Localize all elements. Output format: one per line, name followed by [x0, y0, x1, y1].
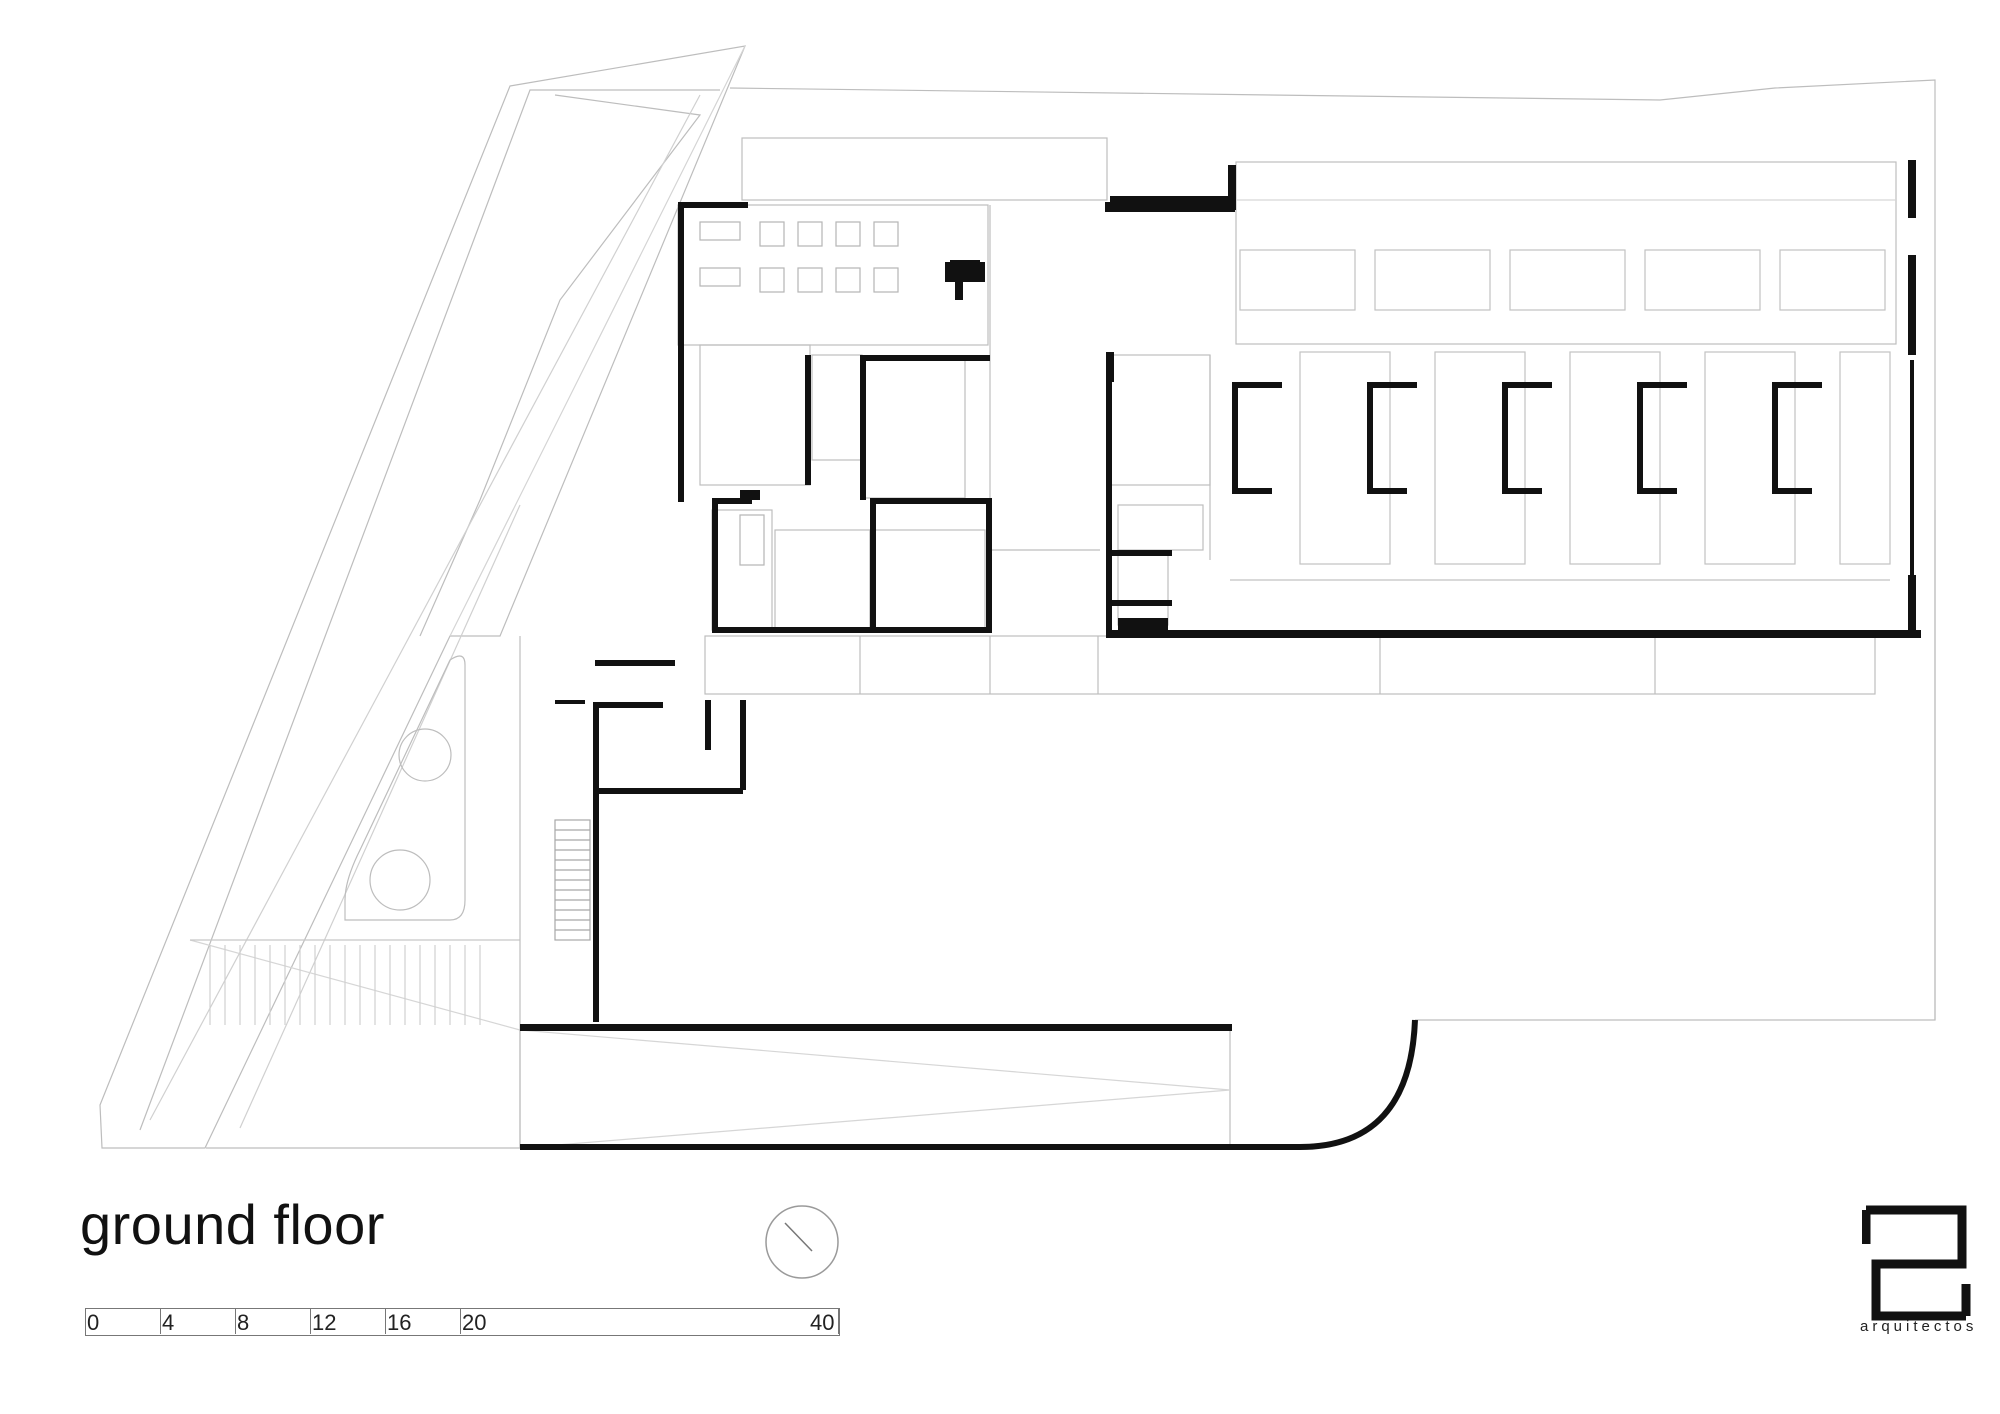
scale-tick — [385, 1308, 386, 1334]
left-wedge-inner — [419, 94, 702, 637]
scale-label: 40 — [810, 1310, 835, 1335]
scale-tick — [838, 1308, 839, 1334]
scale-label: 0 — [87, 1310, 100, 1335]
drawing-title: ground floor — [80, 1193, 385, 1256]
scale-tick — [85, 1308, 86, 1334]
scale-label: 8 — [237, 1310, 250, 1335]
scale-label: 4 — [162, 1310, 175, 1335]
north-arrow-icon — [765, 1205, 839, 1279]
scale-tick — [460, 1308, 461, 1334]
logo-mark-icon — [1862, 1205, 1971, 1321]
wall — [678, 202, 684, 502]
scale-bar: 0 4 8 12 16 20 40 — [85, 1308, 840, 1336]
scale-tick — [310, 1308, 311, 1334]
left-wedge-outline — [99, 45, 746, 1149]
scale-tick — [160, 1308, 161, 1334]
logo-text: arquitectos — [1860, 1318, 1978, 1335]
scale-label: 16 — [387, 1310, 412, 1335]
scale-tick — [235, 1308, 236, 1334]
site-boundary-top — [729, 79, 1936, 1021]
scale-label: 12 — [312, 1310, 337, 1335]
scale-label: 20 — [462, 1310, 487, 1335]
